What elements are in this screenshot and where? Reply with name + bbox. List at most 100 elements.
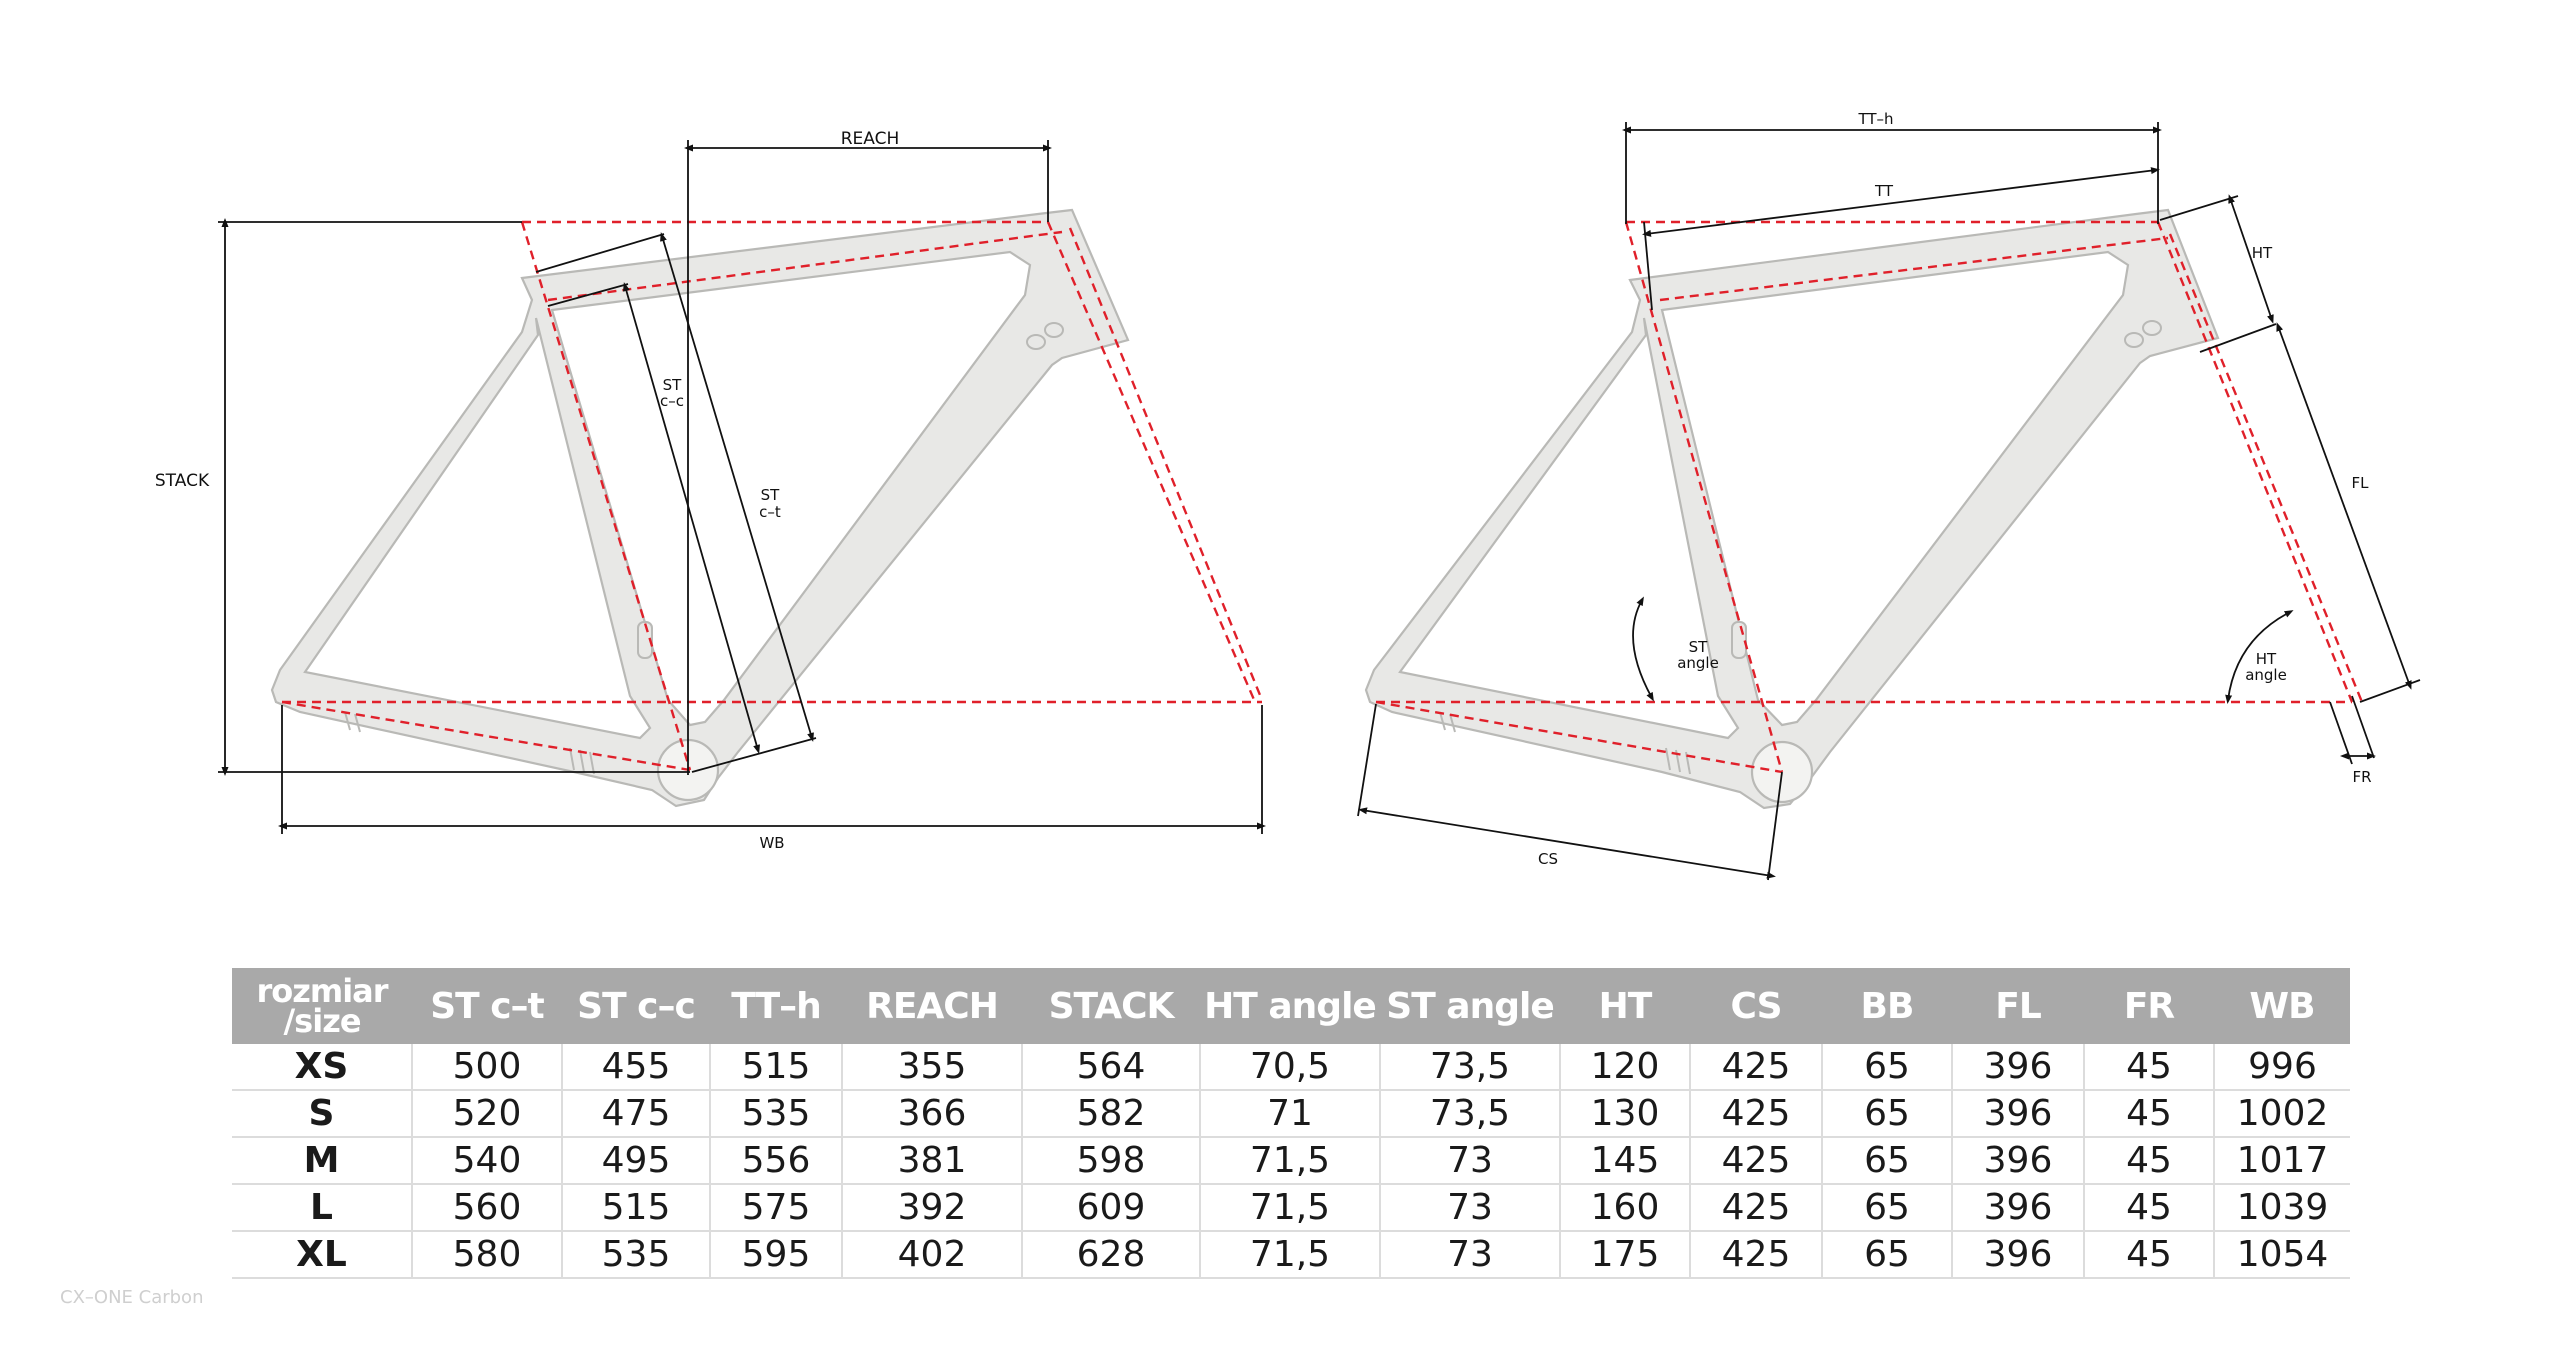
value-cell: 65 bbox=[1821, 1137, 1952, 1185]
header-cs: CS bbox=[1690, 968, 1822, 1044]
st-cc-extension bbox=[547, 283, 629, 307]
value-cell: 45 bbox=[2083, 1231, 2214, 1279]
value-cell: 65 bbox=[1821, 1184, 1952, 1232]
value-cell: 609 bbox=[1021, 1184, 1200, 1232]
header-bb: BB bbox=[1822, 968, 1952, 1044]
size-cell: XL bbox=[232, 1231, 412, 1279]
reach-label: REACH bbox=[841, 129, 900, 149]
fl-extension-bottom bbox=[2359, 679, 2421, 703]
st-angle-label-top: ST bbox=[1689, 638, 1709, 656]
header-reach: REACH bbox=[842, 968, 1022, 1044]
right-bottle-boss-1 bbox=[2124, 332, 2144, 348]
header-size-line-2: /size bbox=[283, 1002, 361, 1040]
geometry-table: rozmiar /size ST c–t ST c–c TT–h REACH S… bbox=[232, 968, 2350, 1279]
table-header-row: rozmiar /size ST c–t ST c–c TT–h REACH S… bbox=[232, 968, 2350, 1044]
left-guide-chainstay bbox=[281, 700, 691, 772]
value-cell: 65 bbox=[1821, 1044, 1952, 1091]
stack-label: STACK bbox=[155, 471, 210, 491]
value-cell: 73,5 bbox=[1379, 1044, 1560, 1091]
header-size: rozmiar /size bbox=[232, 968, 412, 1044]
value-cell: 515 bbox=[709, 1044, 842, 1091]
value-cell: 73,5 bbox=[1379, 1090, 1560, 1138]
value-cell: 381 bbox=[841, 1137, 1022, 1185]
value-cell: 45 bbox=[2083, 1044, 2214, 1091]
ht-extension-top bbox=[2159, 195, 2239, 221]
header-wb: WB bbox=[2214, 968, 2350, 1044]
value-cell: 535 bbox=[709, 1090, 842, 1138]
left-guide-seat-tube bbox=[520, 221, 692, 771]
right-guide-chainstay bbox=[1375, 700, 1783, 774]
value-cell: 580 bbox=[411, 1231, 562, 1279]
value-cell: 540 bbox=[411, 1137, 562, 1185]
model-name: CX–ONE Carbon bbox=[60, 1287, 204, 1308]
value-cell: 396 bbox=[1951, 1090, 2084, 1138]
st-ct-label-bottom: c–t bbox=[759, 503, 781, 521]
value-cell: 71,5 bbox=[1199, 1231, 1380, 1279]
left-frame: REACH STACK ST c–c ST c–t WB bbox=[155, 129, 1266, 852]
left-guide-fork-rear bbox=[1068, 227, 1264, 701]
fr-label: FR bbox=[2352, 768, 2371, 786]
st-ct-extension-top bbox=[535, 233, 665, 273]
cs-dimension bbox=[1358, 807, 1776, 879]
fl-label: FL bbox=[2352, 474, 2370, 492]
value-cell: 425 bbox=[1689, 1184, 1822, 1232]
st-cc-label-bottom: c–c bbox=[660, 392, 684, 410]
st-ct-extension-bottom bbox=[691, 737, 817, 773]
value-cell: 45 bbox=[2083, 1184, 2214, 1232]
wb-label: WB bbox=[759, 834, 784, 852]
value-cell: 475 bbox=[561, 1090, 710, 1138]
value-cell: 396 bbox=[1951, 1184, 2084, 1232]
value-cell: 71,5 bbox=[1199, 1184, 1380, 1232]
value-cell: 396 bbox=[1951, 1137, 2084, 1185]
tt-label: TT bbox=[1874, 182, 1894, 200]
ht-label: HT bbox=[2252, 244, 2273, 262]
header-fl: FL bbox=[1952, 968, 2084, 1044]
value-cell: 45 bbox=[2083, 1090, 2214, 1138]
value-cell: 396 bbox=[1951, 1044, 2084, 1091]
value-cell: 145 bbox=[1559, 1137, 1690, 1185]
value-cell: 996 bbox=[2213, 1044, 2350, 1091]
value-cell: 582 bbox=[1021, 1090, 1200, 1138]
ht-angle-label-bottom: angle bbox=[2245, 666, 2287, 684]
left-bottle-boss-2 bbox=[1044, 322, 1064, 338]
right-guide-fork-front bbox=[2156, 221, 2354, 703]
right-frame-front-triangle bbox=[1660, 250, 2130, 727]
value-cell: 1054 bbox=[2213, 1231, 2350, 1279]
cs-extension-rear bbox=[1357, 703, 1377, 817]
value-cell: 425 bbox=[1689, 1231, 1822, 1279]
frame-geometry-diagram: REACH STACK ST c–c ST c–t WB bbox=[155, 110, 2421, 881]
header-ht: HT bbox=[1560, 968, 1690, 1044]
size-cell: S bbox=[232, 1090, 412, 1138]
tt-h-label: TT–h bbox=[1857, 110, 1893, 128]
value-cell: 628 bbox=[1021, 1231, 1200, 1279]
value-cell: 598 bbox=[1021, 1137, 1200, 1185]
value-cell: 1039 bbox=[2213, 1184, 2350, 1232]
value-cell: 500 bbox=[411, 1044, 562, 1091]
value-cell: 425 bbox=[1689, 1090, 1822, 1138]
value-cell: 564 bbox=[1021, 1044, 1200, 1091]
right-guide-seat-tube bbox=[1624, 221, 1784, 773]
size-cell: M bbox=[232, 1137, 412, 1185]
value-cell: 73 bbox=[1379, 1137, 1560, 1185]
ht-dimension bbox=[2228, 194, 2274, 324]
value-cell: 73 bbox=[1379, 1231, 1560, 1279]
value-cell: 392 bbox=[841, 1184, 1022, 1232]
ht-angle-arc bbox=[2225, 610, 2294, 704]
st-angle-label-bottom: angle bbox=[1677, 654, 1719, 672]
value-cell: 425 bbox=[1689, 1044, 1822, 1091]
fr-extension-right bbox=[2351, 695, 2375, 759]
right-chainstay-detail bbox=[1439, 711, 1691, 775]
fl-dimension bbox=[2276, 322, 2412, 690]
value-cell: 130 bbox=[1559, 1090, 1690, 1138]
value-cell: 595 bbox=[709, 1231, 842, 1279]
value-cell: 455 bbox=[561, 1044, 710, 1091]
right-frame: TT–h TT HT FL FR ST angle HT angle CS bbox=[1357, 110, 2421, 881]
ht-extension-bottom bbox=[2199, 323, 2277, 353]
right-bottle-boss-2 bbox=[2142, 320, 2162, 336]
left-chainstay-detail bbox=[344, 711, 595, 775]
